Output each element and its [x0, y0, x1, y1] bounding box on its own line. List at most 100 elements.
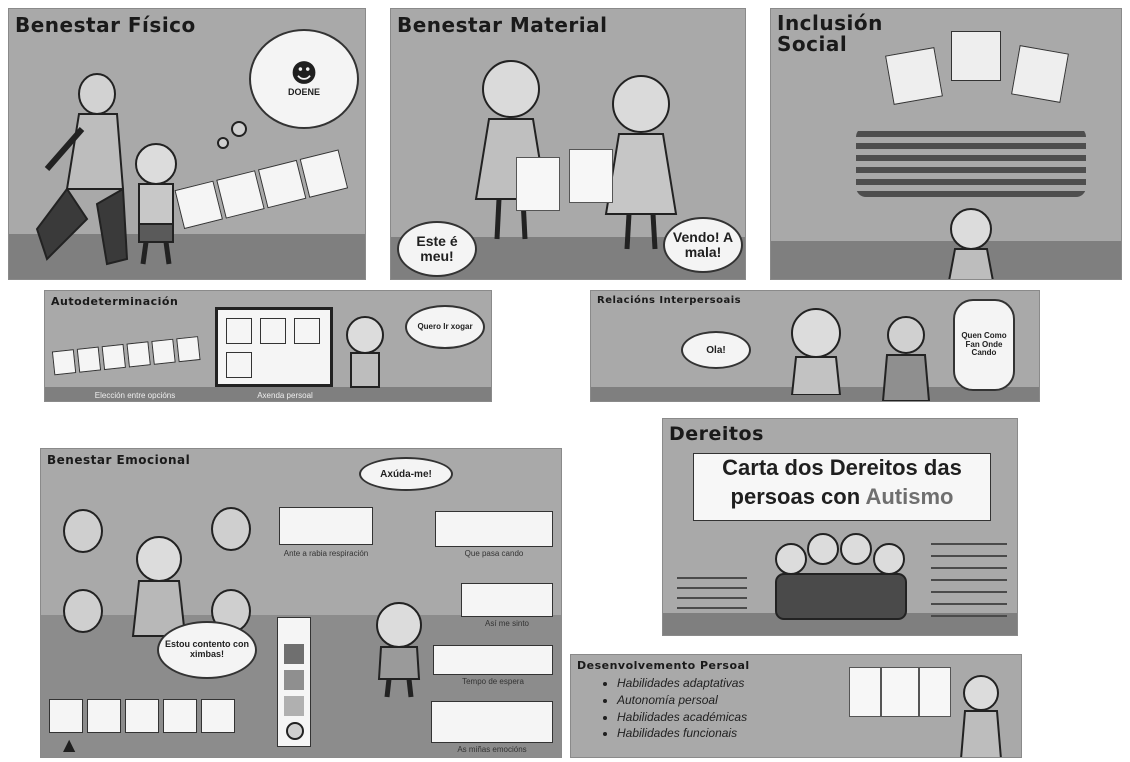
speech-bubble-left: Estou contento con ximbas! — [157, 621, 257, 679]
speech-bubble-right: Vendo! A mala! — [663, 217, 743, 273]
caption: Así me sinto — [484, 619, 529, 628]
boy-figure — [376, 602, 422, 698]
panel-title: Inclusión Social — [777, 11, 883, 56]
photo-card — [1011, 45, 1069, 103]
list-item: Autonomía persoal — [617, 692, 747, 709]
sequence-card — [431, 701, 553, 743]
floor — [45, 387, 491, 401]
panel-dereitos: Dereitos Carta dos Dereitos das persoas … — [662, 418, 1018, 636]
emotion-row — [49, 699, 235, 733]
level-dot — [286, 722, 304, 740]
pictogram-card — [174, 180, 223, 230]
girl-figure — [960, 675, 1002, 757]
worksheet — [849, 667, 881, 717]
emotion-balloon — [211, 507, 251, 551]
sequence-card — [461, 583, 553, 617]
speech-bubble-left: Este é meu! — [397, 221, 477, 277]
pictogram-card — [76, 346, 102, 373]
pictogram-card — [257, 159, 307, 209]
speech-bubble: Quero Ir xogar — [405, 305, 485, 349]
level-block — [284, 696, 304, 716]
caption: Ante a rabia respiración — [283, 549, 369, 558]
children-group — [775, 533, 907, 620]
panel-benestar-emocional: Benestar Emocional Axúda-me! Estou conte… — [40, 448, 562, 758]
word-cloud — [856, 127, 1086, 197]
speech-bubble-left: Ola! — [681, 331, 751, 369]
photo-card — [885, 47, 943, 105]
panel-benestar-fisico: Benestar Físico ☻ DOENE — [8, 8, 366, 280]
agenda-board — [215, 307, 333, 387]
pictogram-card — [226, 318, 252, 344]
pictogram-card — [260, 318, 286, 344]
list-item: Habilidades académicas — [617, 709, 747, 726]
arrow-up-icon: ▲ — [63, 735, 76, 754]
photo-card — [951, 31, 1001, 81]
doctor-icon: ☻ — [290, 58, 318, 89]
floor — [663, 613, 1017, 635]
emotion-card — [87, 699, 121, 733]
emotion-balloon — [63, 589, 103, 633]
text-lines-left — [677, 569, 747, 609]
sequence-card — [279, 507, 373, 545]
emotion-card — [125, 699, 159, 733]
pictogram-card — [101, 343, 126, 371]
pictogram-card — [126, 341, 151, 368]
girl-figure — [131, 536, 187, 637]
panel-title: Benestar Material — [397, 13, 608, 37]
caption-left: Elección entre opcións — [94, 391, 176, 400]
headline-line2-prefix: persoas con — [730, 483, 866, 509]
headline-line1: Carta dos Dereitos das — [722, 455, 962, 480]
boy-figure — [790, 308, 842, 395]
caption: As miñas emocións — [457, 745, 527, 754]
sequence-card — [433, 645, 553, 675]
bubble-text: DOENE — [287, 87, 320, 98]
emotion-card — [201, 699, 235, 733]
list-item: Habilidades adaptativas — [617, 675, 747, 692]
caption-right: Axenda persoal — [257, 391, 313, 400]
pictogram-card — [226, 352, 252, 378]
floor — [9, 234, 365, 279]
panel-title: Benestar Físico — [15, 13, 196, 37]
worksheet — [919, 667, 951, 717]
pictogram-card — [151, 338, 176, 365]
caption: Que pasa cando — [464, 549, 524, 558]
panel-title: Autodeterminación — [51, 295, 179, 308]
speech-bubble-top: Axúda-me! — [359, 457, 453, 491]
panel-desenvolvemento-persoal: Desenvolvemento Persoal Habilidades adap… — [570, 654, 1022, 758]
emotion-balloon — [63, 509, 103, 553]
headline-line2: persoas con Autismo — [694, 483, 990, 512]
emotion-thermometer — [277, 617, 311, 747]
choice-strip — [51, 335, 214, 382]
level-block — [284, 670, 304, 690]
adult-figure — [35, 73, 129, 266]
thought-dot — [231, 121, 247, 137]
shirt-item — [569, 149, 613, 203]
panel-autodeterminacion: Autodeterminación Quero Ir xogar Elecció… — [44, 290, 492, 402]
list-item: Habilidades funcionais — [617, 725, 747, 742]
pictogram-card — [51, 349, 77, 376]
skills-list: Habilidades adaptativas Autonomía persoa… — [603, 675, 747, 742]
pictogram-card — [216, 170, 265, 219]
girl-left-figure — [474, 60, 548, 240]
thought-dot — [217, 137, 229, 149]
emotion-card — [49, 699, 83, 733]
charter-banner: Carta dos Dereitos das persoas con Autis… — [693, 453, 991, 521]
sequence-card — [435, 511, 553, 547]
floor — [771, 241, 1121, 279]
panel-relacions: Relacións Interpersoais Ola! Quen Como F… — [590, 290, 1040, 402]
panel-title: Dereitos — [669, 423, 764, 445]
panel-title: Relacións Interpersoais — [597, 295, 742, 306]
child-figure — [135, 143, 177, 265]
girl-figure — [948, 208, 994, 279]
panel-benestar-material: Benestar Material Este é meu! Vendo! A m… — [390, 8, 746, 280]
man-figure — [881, 316, 931, 401]
panel-inclusion-social: Inclusión Social — [770, 8, 1122, 280]
level-block — [284, 644, 304, 664]
pictogram-card — [294, 318, 320, 344]
headline-line2-accent: Autismo — [865, 483, 954, 509]
panel-title: Benestar Emocional — [47, 453, 191, 467]
pictogram-card — [176, 336, 201, 363]
boy-figure — [346, 316, 384, 388]
shirt-item — [516, 157, 560, 211]
text-lines-right — [931, 537, 1007, 617]
